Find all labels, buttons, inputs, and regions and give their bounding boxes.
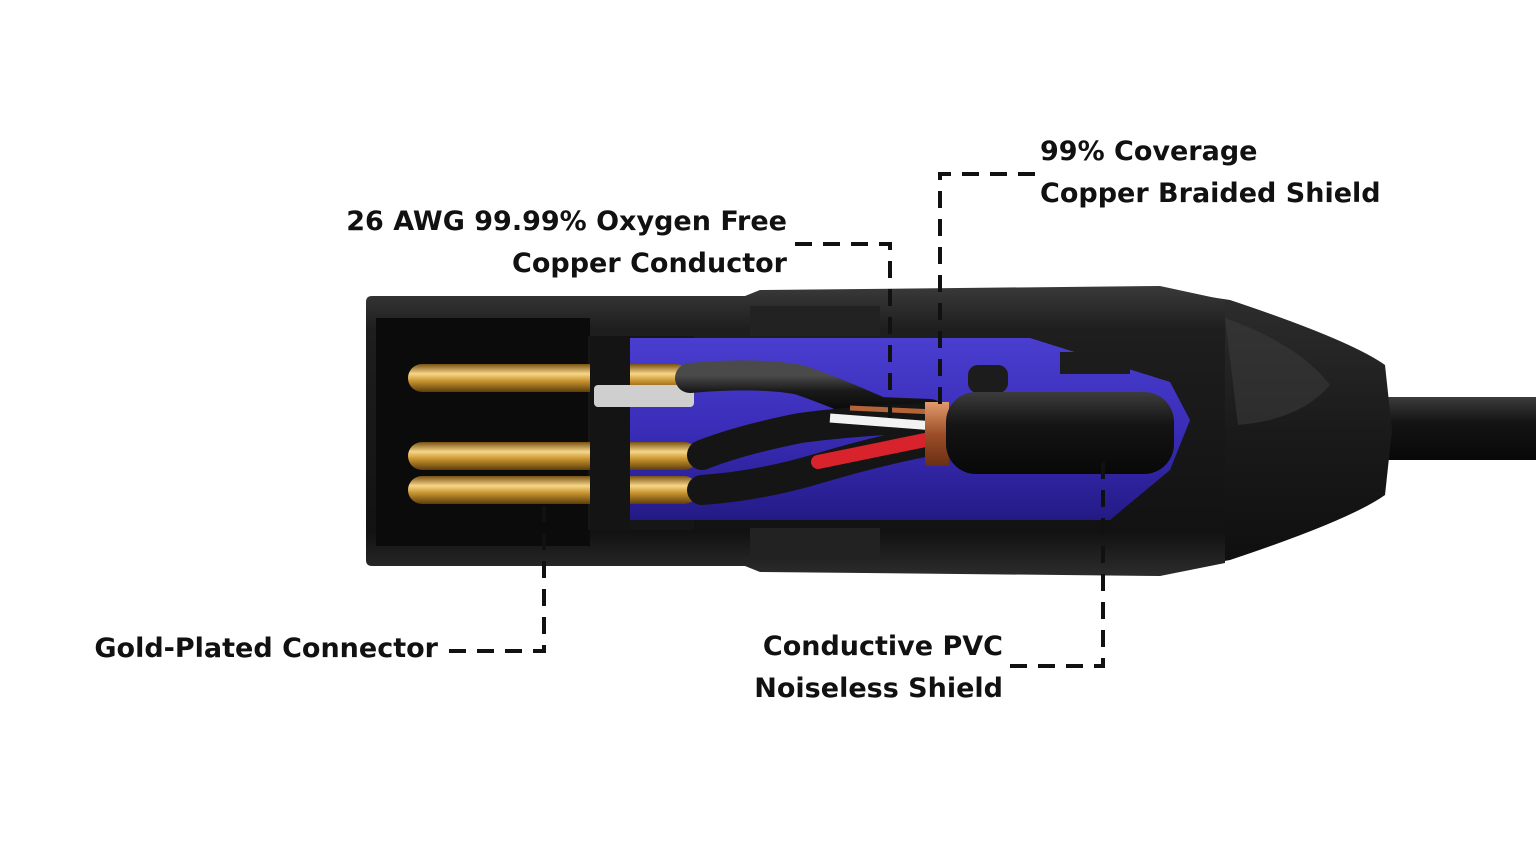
gold-pin bbox=[408, 476, 698, 504]
boot-highlight bbox=[1225, 318, 1330, 425]
leader-line-conductor bbox=[795, 242, 892, 420]
insert-latch bbox=[594, 385, 694, 407]
leader-line-braid bbox=[938, 172, 1035, 405]
white-insulation bbox=[829, 413, 936, 431]
callout-conductor-line1: 26 AWG 99.99% Oxygen Free bbox=[346, 206, 787, 237]
callout-conductor: 26 AWG 99.99% Oxygen Free Copper Conduct… bbox=[346, 201, 787, 285]
callout-pvc: Conductive PVC Noiseless Shield bbox=[754, 626, 1003, 710]
callout-conductor-line2: Copper Conductor bbox=[512, 248, 787, 279]
callout-braid-line2: Copper Braided Shield bbox=[1040, 178, 1381, 209]
callout-gold: Gold-Plated Connector bbox=[94, 628, 438, 670]
insert-face bbox=[590, 336, 630, 530]
insulated-wire bbox=[675, 360, 945, 429]
cable-jacket bbox=[1370, 397, 1536, 460]
callout-pvc-line1: Conductive PVC bbox=[762, 631, 1003, 662]
thread-top bbox=[750, 306, 880, 336]
gold-pin bbox=[408, 442, 698, 470]
leader-line-gold bbox=[449, 506, 546, 653]
thread-bottom bbox=[750, 528, 880, 558]
copper-braid bbox=[925, 402, 949, 466]
interior-slot bbox=[968, 365, 1008, 393]
callout-braid-line1: 99% Coverage bbox=[1040, 136, 1258, 167]
callout-braid: 99% Coverage Copper Braided Shield bbox=[1040, 131, 1381, 215]
interior-slot bbox=[1060, 352, 1130, 374]
bare-copper-strands bbox=[849, 405, 936, 415]
red-insulation bbox=[811, 431, 942, 469]
callout-pvc-line2: Noiseless Shield bbox=[754, 673, 1003, 704]
front-barrel-opening bbox=[376, 318, 590, 546]
leader-line-pvc bbox=[1010, 455, 1105, 668]
callout-gold-line1: Gold-Plated Connector bbox=[94, 633, 438, 664]
inner-cable-jacket bbox=[946, 392, 1174, 474]
